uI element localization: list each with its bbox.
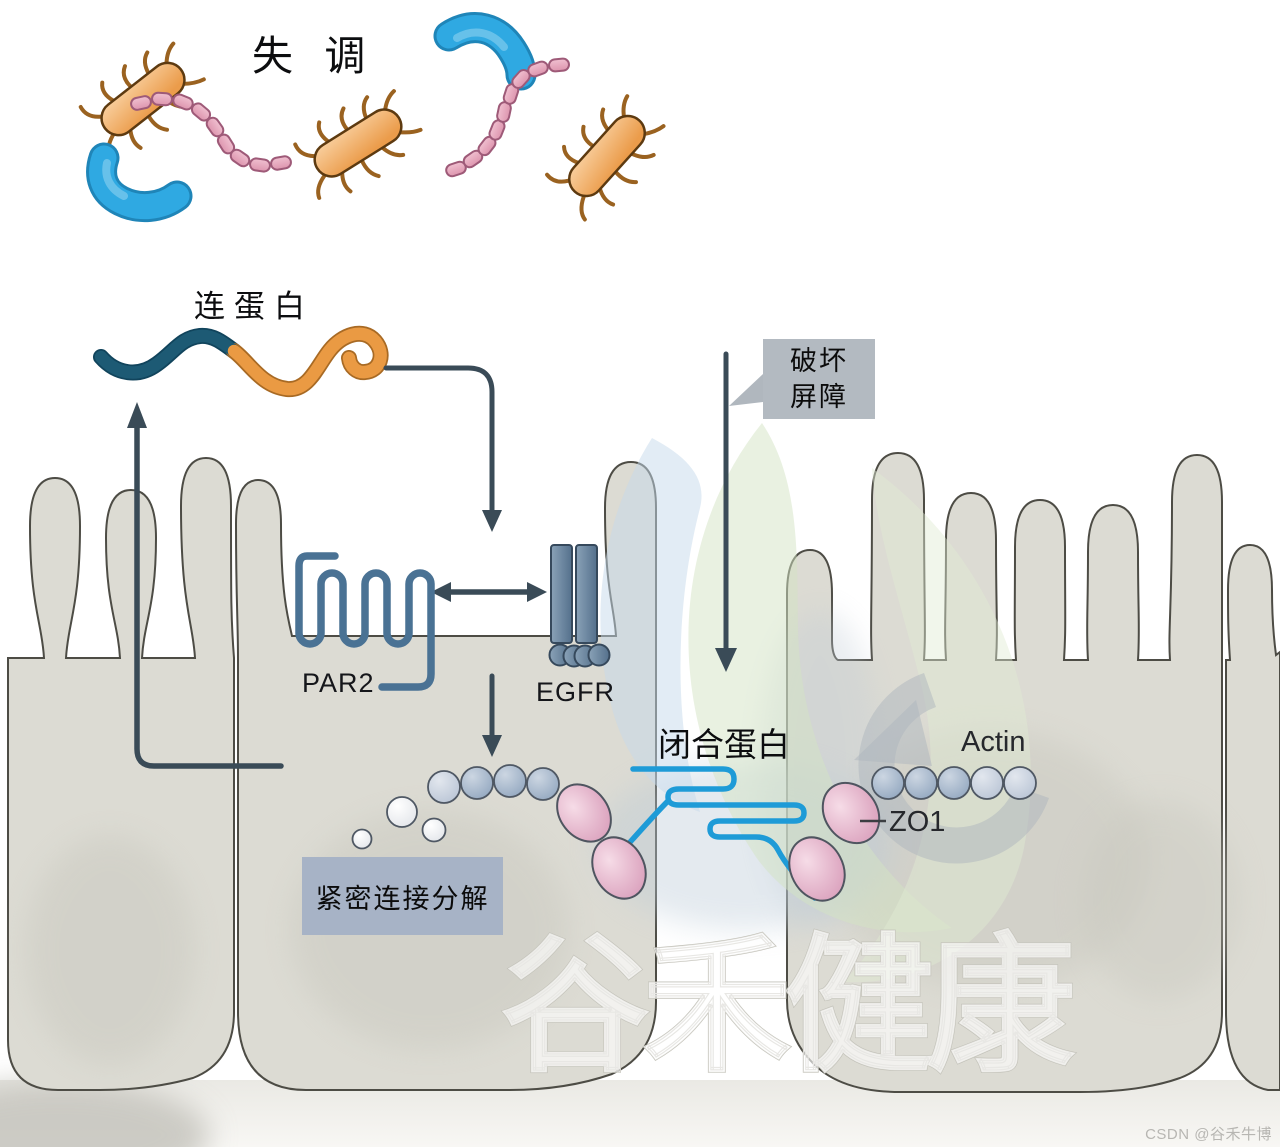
orange-bacterium-3: [545, 94, 666, 222]
zonulin-label: 连蛋白: [194, 289, 314, 324]
watermark-swirl: [858, 673, 1049, 864]
barrier-disruption-callout: 破坏 屏障: [763, 339, 875, 419]
blue-bacterium-1: [433, 12, 537, 91]
barrier-box-tail: [729, 374, 763, 406]
barrier-callout-line1: 破坏: [790, 346, 848, 376]
arrows: [127, 351, 737, 769]
egfr-label: EGFR: [536, 677, 616, 707]
watermark-leaf-blue: [600, 438, 702, 812]
pink-chain-bacterium-2: [445, 57, 570, 178]
intracellular-signal-arrow: [482, 673, 502, 757]
zo1-oval-left-lower: [591, 836, 647, 900]
detached-bead-1: [386, 796, 418, 828]
actin-filament-beads: [871, 766, 1037, 800]
tight-junction-disassembly-box: 紧密连接分解: [302, 857, 503, 935]
detached-bead-2: [421, 817, 447, 843]
barrier-disruption-arrow: [715, 351, 737, 672]
zo1-oval-right-lower: [788, 836, 846, 902]
par2-receptor: [295, 552, 435, 691]
bacteria-group: [78, 12, 666, 223]
zonulin-to-receptor-arrow: [383, 365, 502, 532]
par2-egfr-double-arrow: [431, 582, 547, 602]
occludin-label: 闭合蛋白: [658, 726, 790, 763]
orange-bacterium-2: [293, 89, 423, 200]
zonulin-teal-segment: [94, 329, 241, 379]
egfr-receptor: [548, 544, 611, 668]
zonulin-protein: [93, 325, 389, 397]
tight-junction-disassembly-label: 紧密连接分解: [315, 883, 490, 914]
detached-bead-3: [351, 828, 373, 850]
blue-bacterium-2: [86, 142, 193, 223]
barrier-callout-line2: 屏障: [790, 382, 848, 412]
csdn-credit-watermark: CSDN @谷禾牛博: [1145, 1126, 1272, 1143]
zonulin-orange-segment: [227, 327, 387, 396]
brand-watermark-text: 谷禾健康: [500, 922, 1076, 1090]
dysbiosis-label: 失 调: [252, 33, 376, 79]
zo1-label: ZO1: [889, 806, 946, 838]
epithelial-cell-right-2: [1225, 543, 1280, 1091]
zo1-oval-left-upper: [556, 783, 612, 843]
watermark-swirl-arrowhead: [854, 700, 932, 766]
pink-chain-bacterium-1: [130, 91, 292, 173]
tight-junction-beads-left: [351, 764, 560, 850]
zonulin-feedback-arrow: [127, 402, 284, 769]
par2-label: PAR2: [302, 668, 375, 698]
zo1-proteins: [556, 781, 881, 902]
background-shadow-blob: [0, 1080, 210, 1147]
actin-label: Actin: [961, 726, 1026, 758]
zo1-oval-right-upper: [821, 781, 881, 845]
